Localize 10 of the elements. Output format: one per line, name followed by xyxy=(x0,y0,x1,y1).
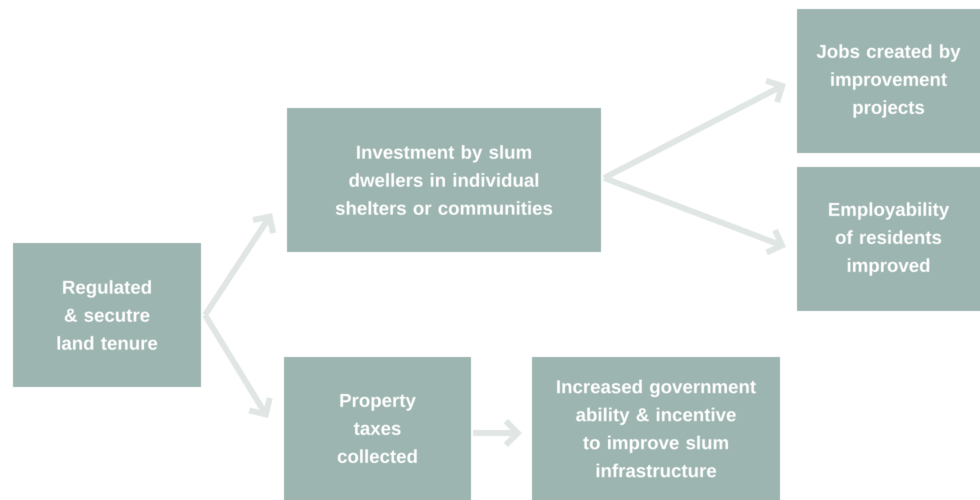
process-box: Jobs created by improvement projects xyxy=(797,9,980,153)
arrow xyxy=(473,418,522,448)
process-box: Employability of residents improved xyxy=(797,167,980,311)
arrow xyxy=(602,175,786,256)
arrow xyxy=(202,213,276,317)
process-box: Regulated & secutre land tenure xyxy=(13,243,201,387)
process-box: Investment by slum dwellers in individual shelters or communities xyxy=(287,108,601,252)
process-box: Property taxes collected xyxy=(284,357,471,500)
arrow xyxy=(202,313,273,418)
process-box: Increased government ability & incentive to improve slum infrastructure xyxy=(532,357,780,500)
